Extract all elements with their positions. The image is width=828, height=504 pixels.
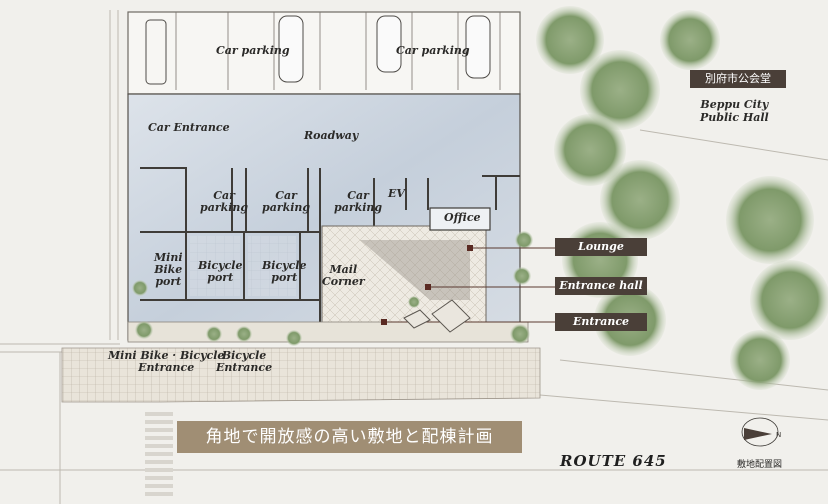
label-line: Car <box>347 189 369 202</box>
label-line: Corner <box>322 275 365 288</box>
office-room <box>429 207 491 231</box>
label-car-parking: Car parking <box>216 44 290 57</box>
road-name: ROUTE 645 <box>560 452 667 470</box>
headline-banner: 角地で開放感の高い敷地と配棟計画 <box>177 421 522 453</box>
callout-markers <box>381 245 473 325</box>
label-car-entrance: Car Entrance <box>148 121 230 134</box>
label-line: Beppu City <box>700 98 769 111</box>
bicycle-port-area <box>190 236 240 296</box>
entrance-steps <box>403 299 471 333</box>
label-office: Office <box>444 211 481 224</box>
label-mini-bike-port: Mini Bike port <box>154 252 183 288</box>
north-arrow-icon: N <box>741 417 781 447</box>
label-car-parking-a: Car parking <box>200 190 248 214</box>
label-bicycle-port-b: Bicycle port <box>262 260 306 284</box>
callout-entrance: Entrance <box>555 313 647 331</box>
label-ev: EV <box>388 187 405 200</box>
label-line: Mini <box>154 251 183 264</box>
planting-strip <box>127 321 529 343</box>
label-line: Public Hall <box>700 111 769 124</box>
label-line: Car <box>275 189 297 202</box>
svg-text:N: N <box>776 431 781 439</box>
label-car-parking-b: Car parking <box>262 190 310 214</box>
label-line: parking <box>334 201 383 214</box>
street-lines <box>0 10 828 504</box>
label-line: port <box>271 271 298 284</box>
plan-caption: 敷地配置図 <box>737 460 783 470</box>
public-hall-label: Beppu City Public Hall <box>700 98 769 124</box>
label-mail-corner: Mail Corner <box>322 264 365 288</box>
label-line: Entrance <box>216 361 273 374</box>
label-line: Mini Bike · Bicycle <box>108 349 225 362</box>
label-line: Bicycle <box>198 259 243 272</box>
shrubs <box>132 231 533 346</box>
label-line: parking <box>262 201 311 214</box>
label-line: port <box>155 275 182 288</box>
label-car-parking: Car parking <box>396 44 470 57</box>
label-roadway: Roadway <box>304 129 359 142</box>
label-line: Bicycle <box>221 349 267 362</box>
callout-entrance-hall: Entrance hall <box>555 277 647 295</box>
callout-lounge: Lounge <box>555 238 647 256</box>
label-car-parking-c: Car parking <box>334 190 382 214</box>
parked-car <box>376 15 402 73</box>
label-line: port <box>207 271 234 284</box>
label-line: parking <box>200 201 249 214</box>
lounge-floor <box>360 240 470 300</box>
label-line: Bicycle <box>262 259 307 272</box>
label-line: Mail <box>329 263 358 276</box>
label-minibike-bicycle-entrance: Mini Bike · Bicycle Entrance <box>108 350 224 374</box>
public-hall-tag: 別府市公会堂 <box>690 70 786 88</box>
parking-stall-lines <box>175 12 501 90</box>
interior-walls <box>140 167 520 340</box>
parked-car <box>465 15 491 79</box>
bicycle-port-area <box>248 236 296 296</box>
label-line: Entrance <box>138 361 195 374</box>
parking-lot <box>127 11 521 95</box>
label-line: Car <box>213 189 235 202</box>
parked-car <box>278 15 304 83</box>
trees <box>536 6 828 390</box>
label-line: Bike <box>154 263 183 276</box>
crosswalk <box>145 412 173 496</box>
sidewalk <box>61 347 541 403</box>
label-bicycle-entrance: Bicycle Entrance <box>216 350 272 374</box>
label-bicycle-port-a: Bicycle port <box>198 260 242 284</box>
parked-car <box>145 19 167 85</box>
